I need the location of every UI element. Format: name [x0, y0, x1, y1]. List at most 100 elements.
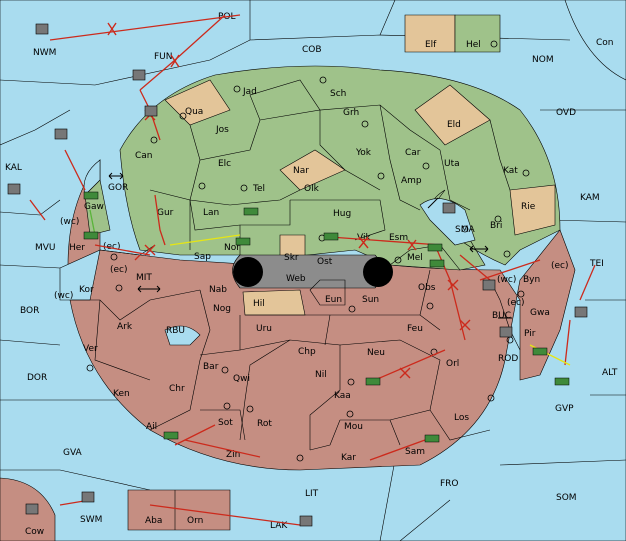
land-label-mit-ec: (ec)	[110, 265, 128, 275]
land-label-esm: Esm	[389, 233, 408, 243]
land-label-zin: Zin	[226, 450, 240, 460]
land-label-kar: Kar	[341, 453, 356, 463]
army-vik	[323, 232, 339, 241]
land-label-gur: Gur	[157, 208, 174, 218]
land-label-pir: Pir	[524, 329, 536, 339]
fleet-byn	[482, 279, 496, 291]
sea-label-nwm: NWM	[33, 48, 56, 58]
land-label-hil: Hil	[253, 299, 265, 309]
land-label-byn: Byn	[523, 275, 540, 285]
sea-label-tei: TEI	[589, 259, 604, 269]
army-icons	[83, 191, 570, 443]
land-label-car: Car	[405, 148, 421, 158]
land-label-uta: Uta	[444, 159, 460, 169]
army-her	[83, 231, 99, 240]
land-label-gwa: Gwa	[530, 308, 550, 318]
web-left-cap	[233, 257, 263, 287]
land-label-chp: Chp	[298, 347, 316, 357]
land-label-obs: Obs	[418, 283, 436, 293]
sea-label-gvp: GVP	[555, 404, 574, 414]
fleet-swm	[81, 491, 95, 503]
sea-label-con: Con	[596, 38, 614, 48]
fleet-sma	[442, 202, 456, 214]
land-label-mou: Mou	[344, 422, 363, 432]
region-hel[interactable]	[454, 14, 501, 53]
province-borders	[70, 79, 521, 451]
army-lan	[243, 207, 259, 216]
land-label-bri: Bri	[490, 221, 502, 231]
land-label-nor: Nor	[224, 243, 240, 253]
land-label-bar: Bar	[203, 362, 219, 372]
sea-label-lit: LIT	[305, 489, 319, 499]
land-label-yok: Yok	[355, 148, 372, 158]
land-label-sam: Sam	[405, 447, 425, 457]
fleet-kal	[7, 183, 21, 195]
sea-label-fun: FUN	[154, 52, 173, 62]
land-label-sot: Sot	[218, 418, 233, 428]
land-label-qua: Qua	[185, 107, 203, 117]
sea-label-hel: Hel	[466, 40, 481, 50]
land-label-kor: Kor	[79, 285, 94, 295]
land-label-orl: Orl	[446, 359, 459, 369]
region-rie[interactable]	[509, 184, 556, 236]
land-label-kor-wc: (wc)	[54, 291, 73, 301]
land-label-gaw-wc: (wc)	[60, 217, 79, 227]
land-label-neu: Neu	[367, 348, 385, 358]
sea-label-cow: Cow	[25, 527, 44, 537]
sea-label-alt: ALT	[602, 368, 618, 378]
sea-label-group: NWM POL COB FUN NOM Con OVD KAL GOR MVU …	[5, 12, 618, 537]
sea-label-lak: LAK	[270, 521, 288, 531]
land-label-ark: Ark	[117, 322, 133, 332]
land-label-her: Her	[69, 243, 85, 253]
fleet-nwm	[35, 23, 49, 35]
sea-label-buc: BUC	[492, 311, 511, 321]
land-label-vik: Vik	[357, 233, 371, 243]
sea-label-mit: MIT	[136, 273, 152, 283]
land-label-nab: Nab	[209, 285, 227, 295]
land-label-sun: Sun	[362, 295, 379, 305]
army-ail	[163, 431, 179, 440]
sea-label-fro: FRO	[440, 479, 459, 489]
region-aba-orn[interactable]	[127, 489, 231, 531]
sea-label-dor: DOR	[27, 373, 47, 383]
land-label-uru: Uru	[256, 324, 272, 334]
land-label-sap: Sap	[194, 252, 211, 262]
land-label-jos: Jos	[215, 125, 229, 135]
land-label-mel: Mel	[407, 253, 423, 263]
land-label-kat: Kat	[503, 166, 518, 176]
sea-label-nom: NOM	[532, 55, 554, 65]
army-pir	[532, 347, 548, 356]
inlet-rbu	[164, 325, 201, 346]
land-label-sch: Sch	[330, 89, 346, 99]
land-label-lan: Lan	[203, 208, 219, 218]
land-label-byn-wc: (wc)	[497, 275, 516, 285]
land-label-qwi: Qwi	[233, 374, 250, 384]
fleet-lak	[299, 515, 313, 527]
sea-label-rod: ROD	[498, 354, 518, 364]
land-label-nog: Nog	[213, 304, 231, 314]
sea-label-cob: COB	[302, 45, 322, 55]
cut-markers	[107, 22, 471, 379]
army-sam	[424, 434, 440, 443]
land-label-aba: Aba	[145, 516, 162, 526]
land-label-ail: Ail	[146, 422, 157, 432]
sea-label-gor: GOR	[108, 183, 128, 193]
land-label-ken: Ken	[113, 389, 130, 399]
sea-label-sma: SMA	[455, 225, 475, 235]
land-label-grh: Grh	[343, 108, 359, 118]
sea-label-rbu: RBU	[166, 326, 185, 336]
army-mel	[427, 243, 443, 252]
land-label-nil: Nil	[315, 370, 327, 380]
double-arrows	[108, 172, 512, 319]
land-label-orn: Orn	[187, 516, 203, 526]
land-label-group: Jad Sch Qua Jos Grh Eld Can Yok Car Elc …	[54, 87, 569, 526]
land-label-kaa: Kaa	[334, 391, 351, 401]
inlet-sma	[419, 198, 476, 246]
fleet-icons	[7, 23, 588, 527]
land-label-ost: Ost	[317, 257, 333, 267]
sea-label-som: SOM	[556, 493, 577, 503]
army-nor	[235, 237, 251, 246]
sea-label-elf: Elf	[425, 40, 437, 50]
